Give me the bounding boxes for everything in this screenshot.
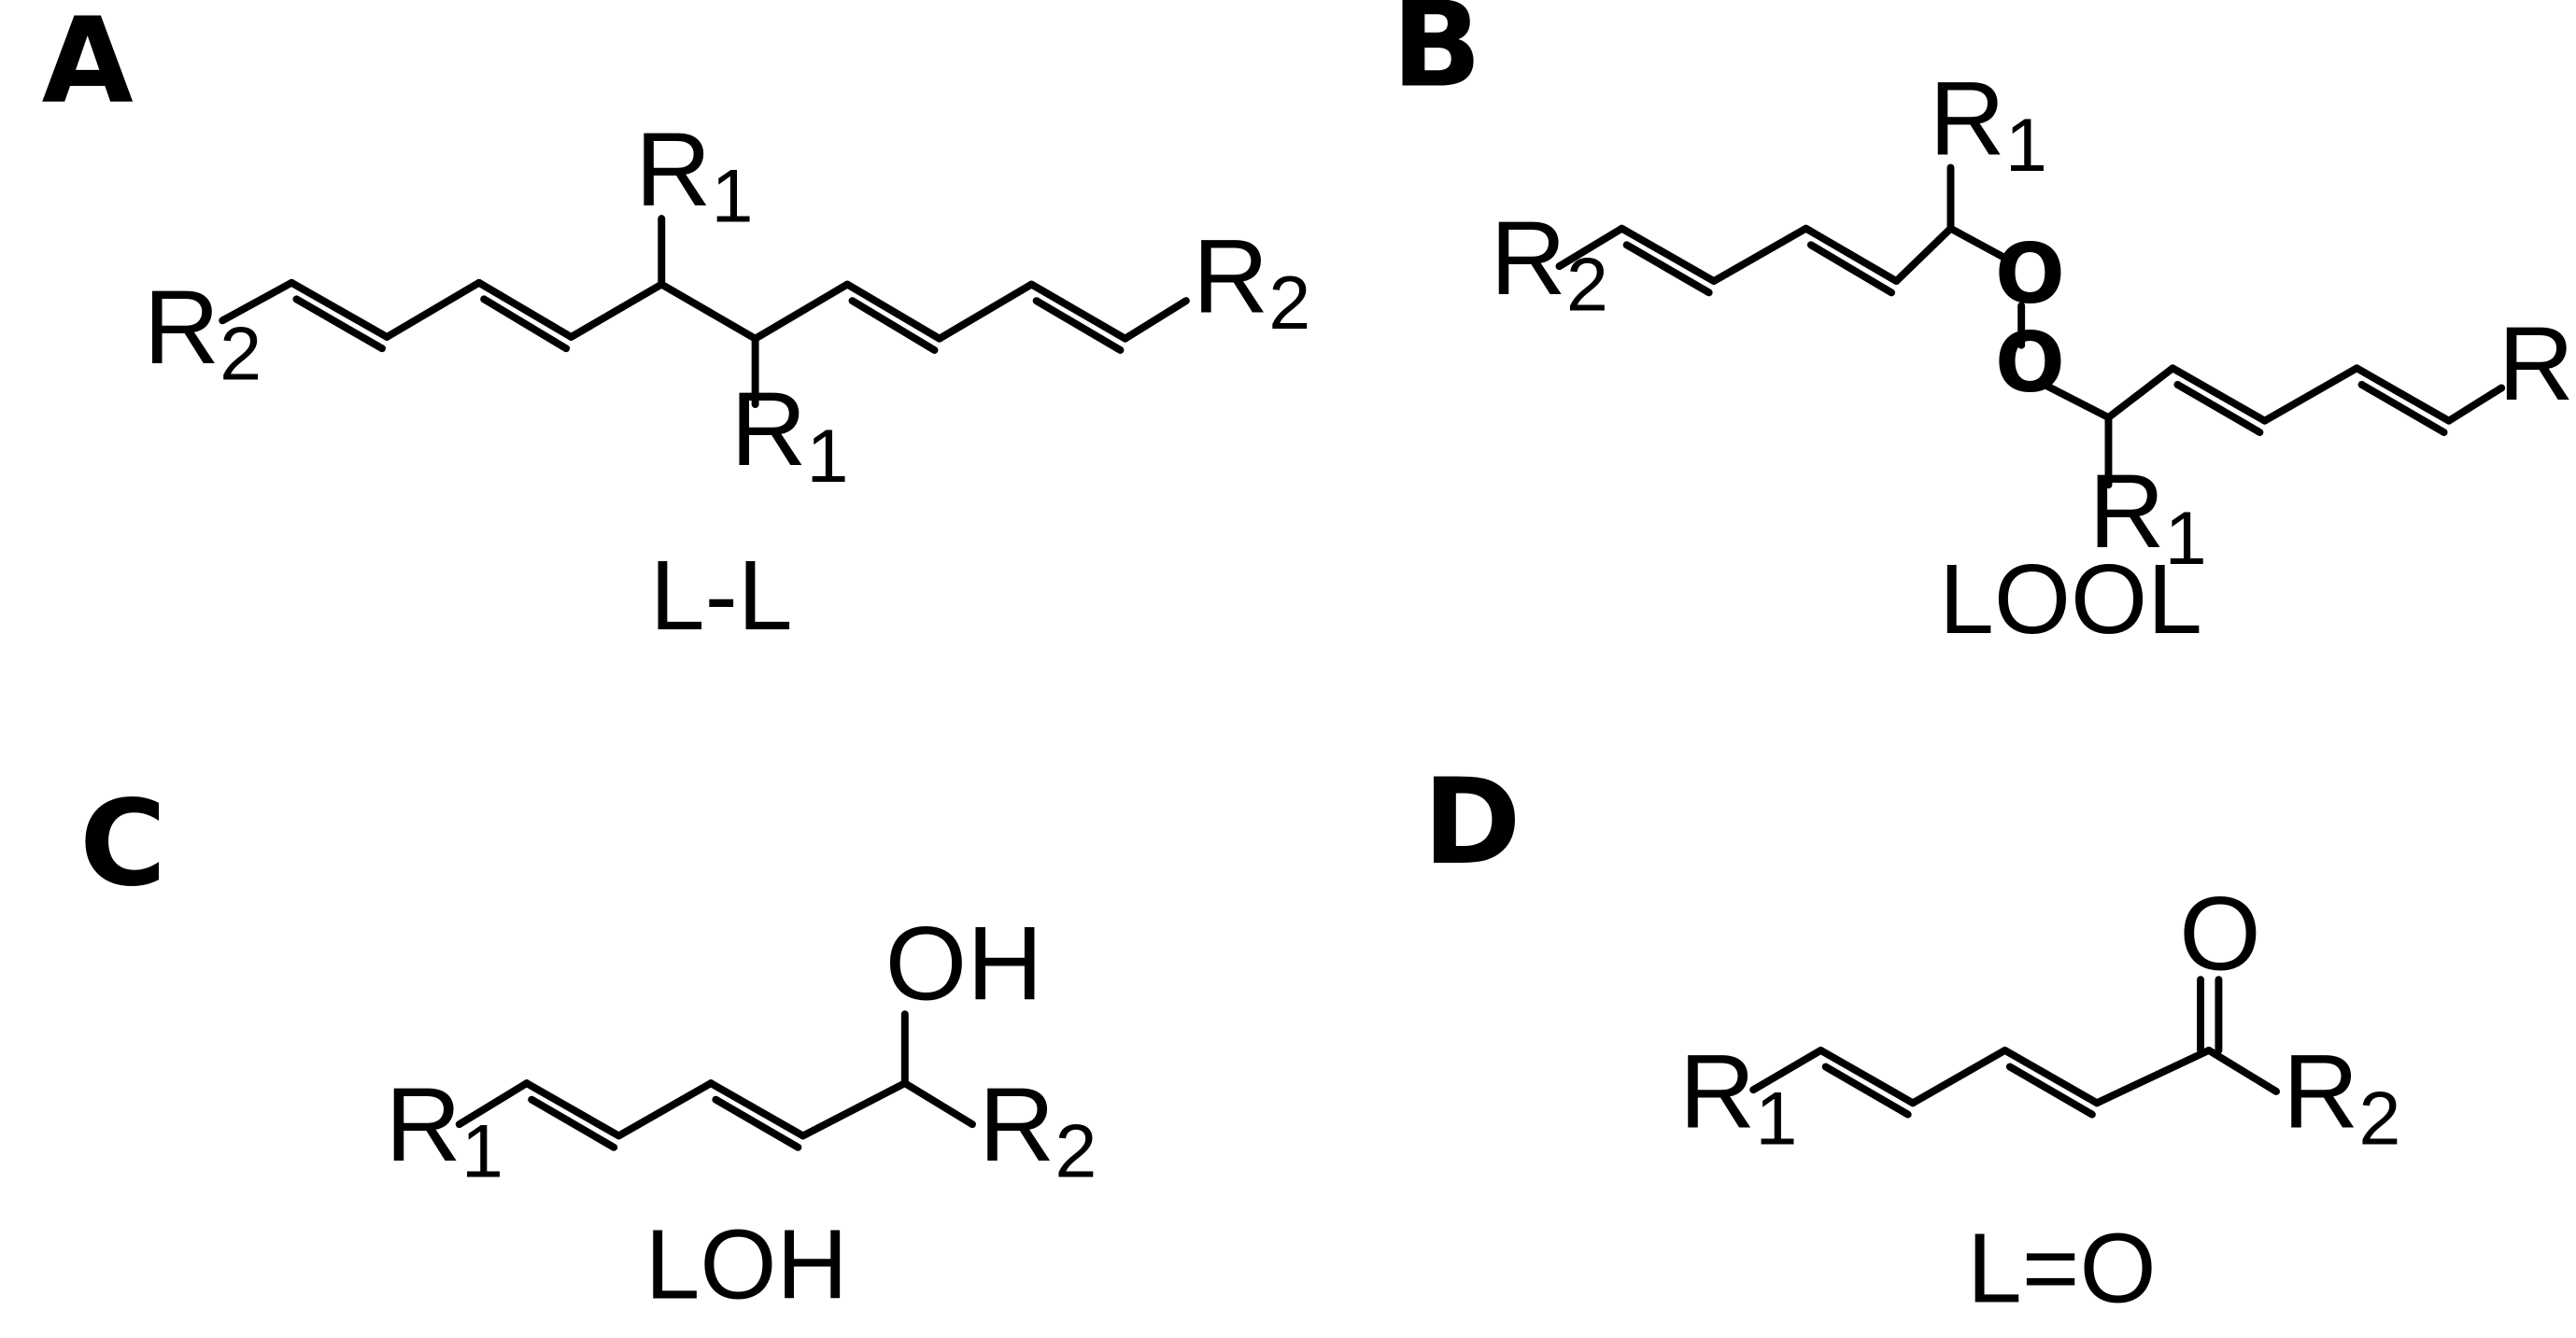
panel-b-o-lower: O [1995, 315, 2065, 411]
panel-b-r1-top: R1 [1930, 59, 2047, 188]
double-bond-inner [1032, 297, 1125, 354]
panel-d-r2-right: R2 [2283, 1033, 2400, 1162]
panel-c-caption: LOH [645, 1210, 848, 1320]
panel-d-caption: L=O [1967, 1213, 2157, 1323]
bond [1892, 224, 1955, 285]
panel-c-bonds [455, 1010, 976, 1151]
panel-d-o-top: O [2179, 875, 2261, 993]
double-bond [707, 1079, 807, 1140]
panel-d-bonds [1749, 976, 2280, 1119]
bond [2104, 364, 2177, 422]
panel-b-r1-bottom: R1 [2088, 452, 2206, 581]
panel-c-r1-left: R1 [386, 1065, 503, 1194]
double-bond [2001, 1046, 2102, 1107]
panel-c-letter: C [79, 774, 166, 912]
bond [2260, 364, 2361, 425]
bond [1709, 224, 1810, 285]
bond-to-o-upper [1946, 224, 2013, 264]
central-bond [658, 280, 759, 343]
panel-a-r1-bottom: R1 [730, 370, 848, 499]
panel-a-r2-right: R2 [1193, 217, 1310, 345]
panel-a-caption: L-L [650, 541, 793, 651]
panel-a-r1-top: R1 [635, 110, 753, 239]
panel-b-o-upper: O [1995, 226, 2065, 322]
bond-to-r2 [2204, 1046, 2280, 1095]
panel-c-oh: OH [885, 904, 1043, 1021]
panel-b-r2-right: R2 [2498, 304, 2576, 433]
double-bond-inner [1821, 1063, 1912, 1119]
panel-c-r2-right: R2 [979, 1065, 1097, 1194]
double-bond [1027, 280, 1129, 343]
double-bond [2169, 364, 2269, 425]
bond [751, 280, 852, 343]
double-bond-inner [1622, 241, 1713, 297]
double-bond [288, 278, 391, 341]
bond [1909, 1046, 2009, 1107]
panel-d-letter: D [1422, 753, 1521, 891]
panel-b-r2-left: R2 [1491, 199, 1608, 328]
panel-b-caption: LOOL [1939, 544, 2202, 655]
panel-d-r1-left: R1 [1679, 1033, 1797, 1162]
double-bond-inner [848, 297, 939, 354]
bond [615, 1079, 715, 1140]
double-bond-inner [2173, 380, 2264, 436]
bond-from-o-lower [2040, 380, 2113, 422]
panel-b-bonds [1555, 163, 2506, 489]
bond [219, 278, 296, 325]
bond [935, 280, 1036, 343]
panel-b: B R1 R2 O O R2 R1 LOOL [1392, 0, 2576, 655]
double-bond-inner [1806, 241, 1896, 297]
bond [1121, 297, 1190, 343]
bond [1555, 224, 1626, 271]
double-bond [1802, 224, 1901, 285]
double-bond-inner [2357, 380, 2448, 436]
panel-a-bonds [219, 215, 1190, 409]
double-bond-inner [2005, 1063, 2096, 1119]
double-bond [1618, 224, 1718, 285]
bond [567, 280, 666, 341]
double-bond [474, 278, 575, 341]
double-bond [2353, 364, 2453, 425]
double-bond-inner [292, 295, 386, 353]
double-bond-inner [480, 295, 571, 353]
double-bond [843, 280, 943, 343]
panel-a-r2-left: R2 [144, 268, 262, 397]
bond [383, 278, 483, 341]
panel-a-letter: A [42, 0, 134, 130]
bond [2093, 1046, 2213, 1107]
double-bond [1817, 1046, 1917, 1107]
double-bond [522, 1079, 623, 1140]
bond [2444, 384, 2506, 425]
bond [799, 1079, 909, 1140]
bond [455, 1079, 531, 1129]
bond-to-r2 [900, 1079, 976, 1129]
double-bond-inner [712, 1095, 802, 1151]
bond [1749, 1046, 1825, 1094]
panel-b-letter: B [1392, 0, 1482, 114]
panel-d: D O R1 R2 L=O [1422, 753, 2400, 1323]
panel-a: A R2 R1 R1 R2 L-L [42, 0, 1311, 651]
panel-c: C OH R1 R2 LOH [79, 774, 1097, 1320]
double-bond-inner [528, 1095, 618, 1151]
